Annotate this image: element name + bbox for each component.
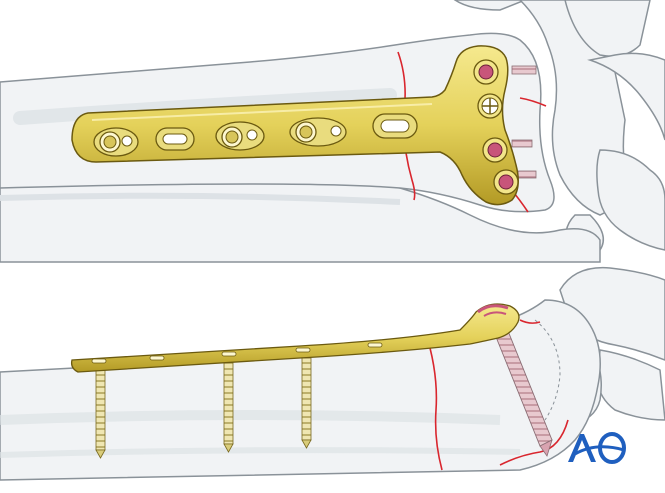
lateral-view xyxy=(0,266,665,481)
plate-hole-4 xyxy=(289,117,347,147)
plate-hole-1 xyxy=(93,127,139,157)
bicortical-screw-1 xyxy=(95,367,106,459)
plate-side-view xyxy=(70,303,520,373)
t-plate xyxy=(71,45,519,206)
fracture-line-bottom-2 xyxy=(499,319,569,466)
ao-foundation-logo xyxy=(568,432,626,464)
bicortical-screw-3 xyxy=(301,357,312,449)
distal-screw-2 xyxy=(482,137,508,163)
plate-hole-2 xyxy=(155,127,195,151)
distal-screw-1 xyxy=(473,59,499,85)
bicortical-screw-2 xyxy=(223,361,234,453)
anterior-view xyxy=(0,0,665,263)
distal-screw-3 xyxy=(493,169,519,195)
plate-hole-5 xyxy=(372,113,418,139)
distal-hole-center xyxy=(477,93,503,119)
fracture-line-bottom-1 xyxy=(429,347,443,471)
plate-hole-3 xyxy=(215,121,265,151)
